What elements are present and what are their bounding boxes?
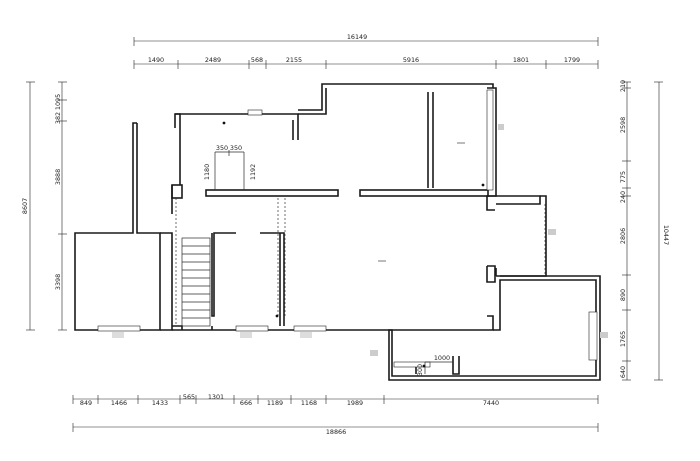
room-markers — [112, 121, 608, 368]
wall-outlines — [74, 83, 601, 381]
dashed-openings — [175, 198, 546, 325]
left-dimension-chain: 8607 382 1095 3888 3398 — [21, 81, 67, 331]
inner-dimension-2: 350 — [230, 144, 242, 152]
inner-dimension-1: 350 — [216, 144, 228, 152]
bottom-dimension-6: 666 — [240, 399, 252, 407]
bottom-dimension-chain: 849 1466 1433 565 1301 666 1189 1168 198… — [72, 393, 599, 436]
right-dimension-3: 775 — [619, 171, 627, 183]
top-dimension-1: 1490 — [148, 56, 164, 64]
right-dimension-7: 1765 — [619, 331, 627, 347]
inner-dimensions: 350 350 1180 1192 1000 300 — [203, 144, 453, 376]
staircase — [181, 237, 211, 327]
right-dimension-chain: 210 2598 775 240 2806 890 1765 640 10447 — [619, 80, 670, 381]
top-dimension-7: 1799 — [564, 56, 580, 64]
bottom-dimension-2: 1466 — [111, 399, 127, 407]
bottom-dimension-10: 7440 — [483, 399, 499, 407]
right-dimension-6: 890 — [619, 289, 627, 301]
bottom-dimension-1: 849 — [80, 399, 92, 407]
right-dimension-4: 240 — [619, 191, 627, 203]
right-overall-dimension: 10447 — [662, 225, 670, 245]
left-dimension-2: 1095 — [54, 94, 62, 110]
top-dimension-4: 2155 — [286, 56, 302, 64]
top-dimension-5: 5916 — [403, 56, 419, 64]
right-dimension-1: 210 — [619, 80, 627, 92]
top-overall-dimension: 16149 — [347, 33, 367, 41]
right-dimension-5: 2806 — [619, 228, 627, 244]
bottom-overall-dimension: 18866 — [326, 428, 346, 436]
bottom-dimension-4: 565 — [183, 393, 195, 401]
top-dimension-2: 2489 — [205, 56, 221, 64]
inner-dimension-3: 1180 — [203, 164, 211, 180]
bottom-dimension-7: 1189 — [267, 399, 283, 407]
left-dimension-3: 3888 — [54, 169, 62, 185]
bottom-dimension-3: 1433 — [152, 399, 168, 407]
right-dimension-2: 2598 — [619, 117, 627, 133]
top-dimension-6: 1801 — [513, 56, 529, 64]
bottom-dimension-5: 1301 — [208, 393, 224, 401]
inner-dimension-6: 300 — [416, 364, 424, 376]
bottom-dimension-8: 1168 — [301, 399, 317, 407]
bottom-dimension-9: 1989 — [347, 399, 363, 407]
inner-dimension-5: 1000 — [434, 354, 450, 362]
right-dimension-8: 640 — [619, 366, 627, 378]
left-dimension-4: 3398 — [54, 274, 62, 290]
left-dimension-1: 382 — [54, 112, 62, 124]
left-overall-dimension: 8607 — [21, 198, 29, 214]
top-dimension-3: 568 — [251, 56, 263, 64]
inner-dimension-4: 1192 — [249, 164, 257, 180]
windows — [97, 89, 598, 368]
top-dimension-chain: 16149 1490 2489 568 2155 5916 1801 1799 — [133, 33, 599, 69]
